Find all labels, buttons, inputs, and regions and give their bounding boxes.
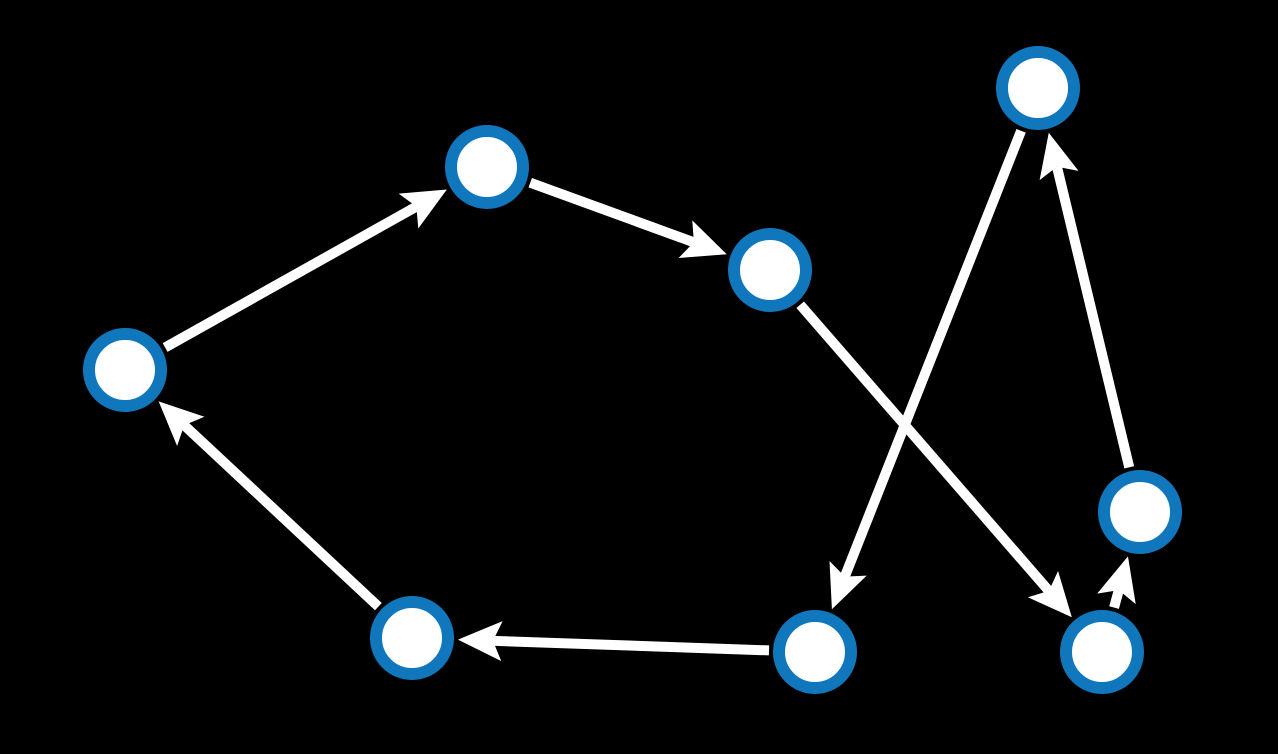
edge-arrowhead-icon [158,401,205,447]
graph-node[interactable] [773,610,857,694]
edge-arrowhead-icon [829,560,867,610]
node-layer [83,46,1182,694]
graph-edge[interactable] [528,178,727,259]
node-ring [370,596,454,680]
edge-shaft [492,635,770,656]
graph-edge[interactable] [829,128,1026,610]
node-fill [1066,616,1138,688]
node-fill [1104,476,1176,548]
node-fill [1002,52,1074,124]
edge-arrowhead-icon [678,220,727,259]
node-fill [89,334,161,406]
node-fill [779,616,851,688]
edge-shaft [840,128,1026,579]
edge-arrowhead-icon [1039,132,1079,181]
graph-edge[interactable] [1097,556,1136,609]
graph-edge[interactable] [457,621,770,662]
graph-node[interactable] [1060,610,1144,694]
graph-node[interactable] [728,228,812,312]
graph-node[interactable] [445,125,529,209]
graph-edge[interactable] [162,189,447,352]
node-fill [376,602,448,674]
graph-node[interactable] [370,596,454,680]
node-ring [728,228,812,312]
edge-shaft [1052,165,1135,469]
node-ring [83,328,167,412]
edge-shaft [528,178,696,247]
node-ring [445,125,529,209]
node-ring [1098,470,1182,554]
edge-arrowhead-icon [1097,556,1136,605]
node-ring [1060,610,1144,694]
graph-edge[interactable] [1039,132,1135,469]
node-ring [996,46,1080,130]
edge-shaft [180,421,382,611]
graph-node[interactable] [996,46,1080,130]
graph-node[interactable] [83,328,167,412]
edge-arrowhead-icon [457,621,503,662]
edge-shaft [1109,588,1124,609]
node-fill [451,131,523,203]
node-ring [773,610,857,694]
graph-edge[interactable] [796,301,1072,618]
edge-arrowhead-icon [398,189,447,229]
graph-edge[interactable] [158,401,382,611]
edge-shaft [162,202,419,352]
graph-node[interactable] [1098,470,1182,554]
edge-layer [158,128,1136,662]
edge-arrowhead-icon [1027,570,1072,618]
edge-shaft [796,301,1053,595]
node-fill [734,234,806,306]
